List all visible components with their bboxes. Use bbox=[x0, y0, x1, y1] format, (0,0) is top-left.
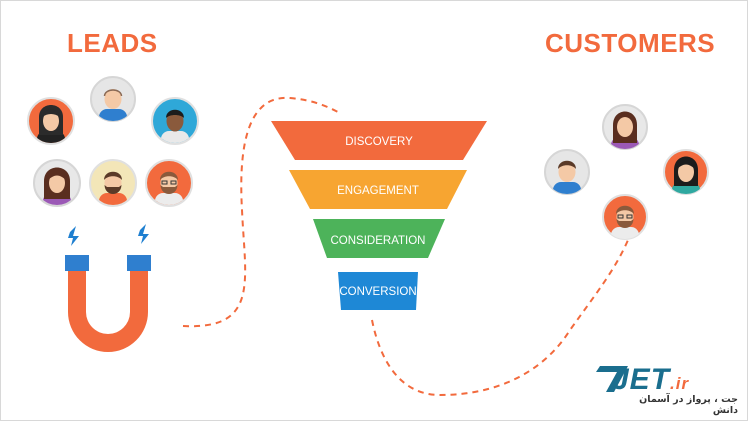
jet-logo-tagline: جت ، پرواز در آسمان دانش bbox=[639, 394, 738, 416]
stage-engagement-band bbox=[289, 170, 467, 209]
customer-woman-avatar bbox=[602, 104, 648, 150]
stage-discovery-band bbox=[271, 121, 487, 160]
dark-skin-man-avatar bbox=[151, 97, 199, 145]
jet-logo-text: JET.ir bbox=[612, 363, 689, 397]
glasses-bearded-man-avatar bbox=[145, 159, 193, 207]
jet-logo-mark bbox=[596, 366, 628, 392]
customer-woman-dark-hair-avatar bbox=[663, 149, 709, 195]
stage-engagement-label: ENGAGEMENT bbox=[337, 185, 419, 197]
flow-line-leads-to-funnel bbox=[182, 96, 339, 328]
stage-conversion-label: CONVERSION bbox=[339, 286, 416, 298]
jet-logo-name: JET bbox=[612, 363, 671, 396]
bearded-man-avatar bbox=[89, 159, 137, 207]
stage-consideration-band bbox=[313, 219, 445, 258]
magnet-icon bbox=[65, 224, 151, 352]
stage-consideration-label: CONSIDERATION bbox=[331, 235, 426, 247]
woman-avatar bbox=[27, 97, 75, 145]
funnel: DISCOVERY ENGAGEMENT CONSIDERATION CONVE… bbox=[271, 121, 487, 310]
long-hair-woman-avatar bbox=[33, 159, 81, 207]
customers-title: CUSTOMERS bbox=[545, 28, 716, 58]
flow-line-funnel-to-customers bbox=[371, 239, 629, 397]
customer-glasses-bearded-man-avatar bbox=[602, 194, 648, 240]
jet-logo-tld: .ir bbox=[670, 374, 690, 393]
bald-man-avatar bbox=[90, 76, 136, 122]
stage-discovery-label: DISCOVERY bbox=[345, 136, 413, 148]
leads-title: LEADS bbox=[67, 28, 158, 58]
stage-conversion-band bbox=[338, 272, 418, 310]
customer-man-avatar bbox=[544, 149, 590, 195]
